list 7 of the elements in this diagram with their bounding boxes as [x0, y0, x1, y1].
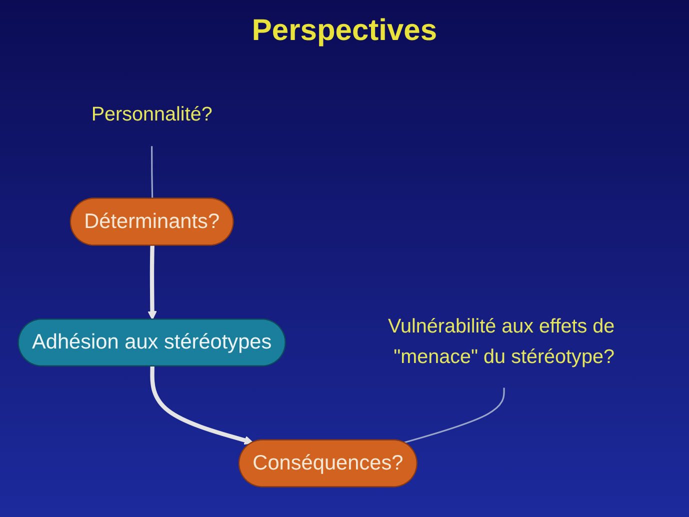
connector — [404, 388, 505, 444]
node-text: Vulnérabilité aux effets de "menace" du stéréotype? — [388, 316, 615, 368]
arrow — [148, 246, 157, 320]
slide-title: Perspectives — [250, 14, 438, 48]
node-text: Personnalité? — [91, 104, 212, 126]
arrow — [150, 366, 254, 445]
connector — [151, 146, 154, 199]
